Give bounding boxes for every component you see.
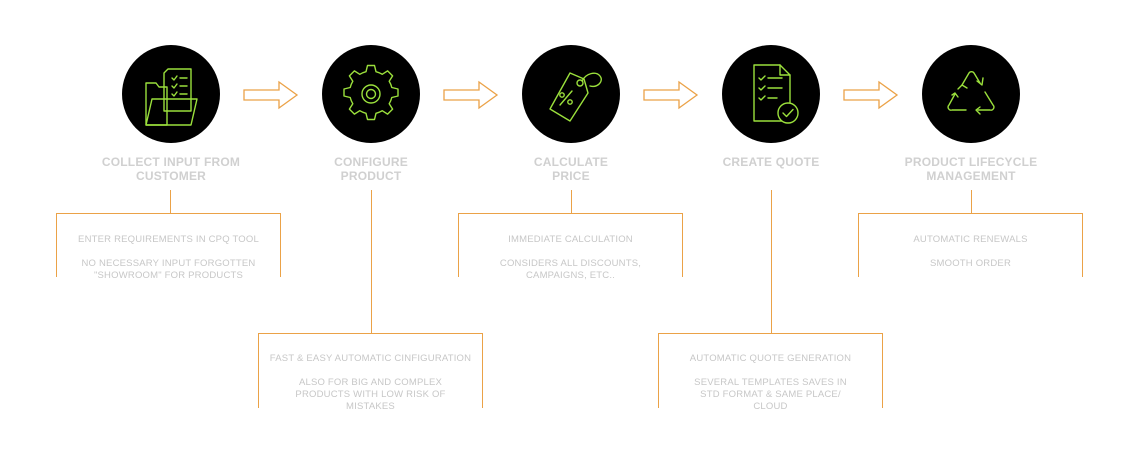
detail-text: FAST & EASY AUTOMATIC CINFIGURATION <box>269 353 472 364</box>
arrow-right-icon <box>443 80 499 110</box>
detail-text: ENTER REQUIREMENTS IN CPQ TOOL <box>78 234 259 245</box>
arrow-right-icon <box>643 80 699 110</box>
detail-text: CONSIDERS ALL DISCOUNTS,CAMPAIGNS, ETC.. <box>499 258 642 281</box>
step-3-details: IMMEDIATE CALCULATION CONSIDERS ALL DISC… <box>458 213 683 281</box>
folder-documents-icon <box>145 68 198 126</box>
step-4-circle <box>722 45 820 143</box>
step-4-details: AUTOMATIC QUOTE GENERATION SEVERAL TEMPL… <box>658 333 883 412</box>
checklist-document-icon <box>753 64 799 124</box>
step-3-circle <box>522 45 620 143</box>
connector-line <box>771 190 772 334</box>
gear-icon <box>343 64 399 121</box>
connector-line <box>170 190 171 214</box>
detail-text: AUTOMATIC RENEWALS <box>913 234 1028 245</box>
detail-text: AUTOMATIC QUOTE GENERATION <box>689 353 852 364</box>
step-2-details: FAST & EASY AUTOMATIC CINFIGURATION ALSO… <box>258 333 483 412</box>
connector-line <box>371 190 372 334</box>
connector-line <box>571 190 572 214</box>
step-5-details: AUTOMATIC RENEWALS SMOOTH ORDER <box>858 213 1083 277</box>
step-2-circle <box>322 45 420 143</box>
arrow-right-icon <box>243 80 299 110</box>
price-tag-icon <box>549 72 602 122</box>
detail-text: SMOOTH ORDER <box>929 258 1012 269</box>
step-1-details: ENTER REQUIREMENTS IN CPQ TOOL NO NECESS… <box>56 213 281 281</box>
connector-line <box>971 190 972 214</box>
step-1-circle <box>122 45 220 143</box>
arrow-right-icon <box>843 80 899 110</box>
recycle-icon <box>947 71 995 115</box>
step-5-circle <box>922 45 1020 143</box>
detail-text: NO NECESSARY INPUT FORGOTTEN"SHOWROOM" F… <box>81 258 256 281</box>
detail-text: IMMEDIATE CALCULATION <box>508 234 633 245</box>
step-4-title: CREATE QUOTE <box>722 155 820 169</box>
